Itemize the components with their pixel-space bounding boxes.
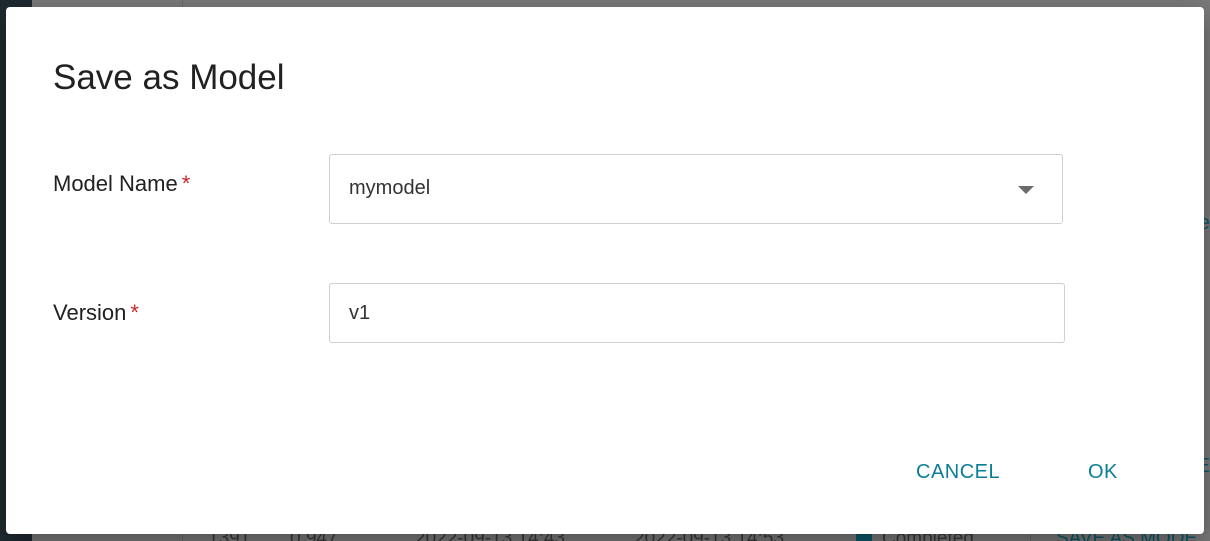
model-name-select-value: mymodel: [349, 177, 431, 199]
required-marker: *: [181, 171, 191, 196]
checkbox-checked-icon: [856, 530, 872, 541]
ok-button[interactable]: OK: [1080, 457, 1126, 488]
caret-down-icon[interactable]: [1018, 186, 1034, 194]
model-name-label-text: Model Name: [53, 171, 178, 196]
cancel-button[interactable]: CANCEL: [908, 457, 1008, 488]
required-marker: *: [130, 300, 139, 325]
dialog-title: Save as Model: [53, 58, 285, 97]
version-input[interactable]: [329, 283, 1065, 343]
background-text: e: [1198, 212, 1210, 234]
version-label-text: Version: [53, 300, 127, 325]
model-name-select[interactable]: mymodel: [329, 154, 1063, 224]
save-as-model-dialog: Save as Model Model Name* mymodel Versio…: [6, 7, 1204, 534]
model-name-label: Model Name*: [53, 171, 190, 197]
version-label: Version*: [53, 300, 139, 326]
